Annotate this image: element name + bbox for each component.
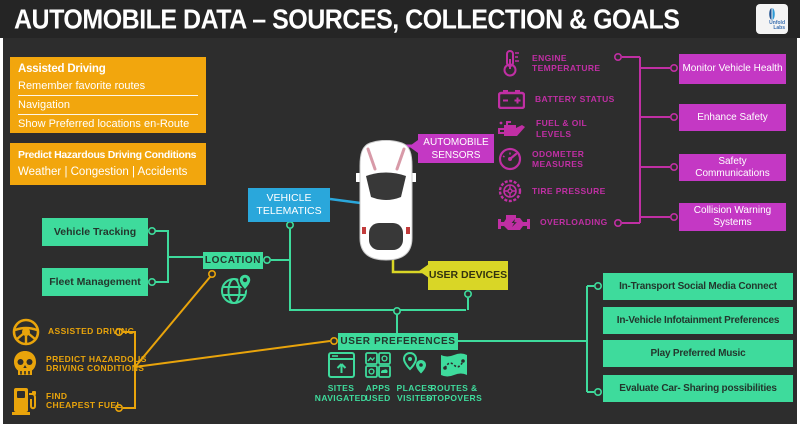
- goal-enhance-safety: Enhance Safety: [679, 104, 786, 131]
- hazard-panel: Predict Hazardous Driving Conditions Wea…: [10, 143, 206, 185]
- title-bar: AUTOMOBILE DATA – SOURCES, COLLECTION & …: [0, 0, 800, 38]
- logo-text-line1: Unfold: [769, 20, 785, 26]
- browser-icon: [327, 352, 355, 378]
- preference-source-label: ROUTES & STOPOVERS: [425, 383, 483, 403]
- skull-icon: [14, 351, 36, 375]
- user-preferences-box: USER PREFERENCES: [338, 333, 458, 350]
- unfoldlabs-logo-icon: [769, 8, 775, 20]
- goal-safety-communications: Safety Communications: [679, 154, 786, 181]
- user-devices-box: USER DEVICES: [428, 261, 508, 290]
- location-box: LOCATION: [203, 252, 263, 269]
- goal-in-transport-social-media: In-Transport Social Media Connect: [603, 273, 793, 300]
- vehicle-telematics-box: VEHICLE TELEMATICS: [248, 188, 330, 222]
- goal-collision-warning-systems: Collision Warning Systems: [679, 203, 786, 231]
- assisted-driving-item: Navigation: [18, 95, 198, 114]
- driver-goal-label: ASSISTED DRIVING: [48, 326, 135, 337]
- oil-can-icon: [498, 120, 525, 136]
- route-map-icon: [441, 353, 467, 377]
- sensor-label: FUEL & OIL LEVELS: [536, 118, 587, 139]
- hazard-heading: Predict Hazardous Driving Conditions: [18, 149, 197, 161]
- sensor-label: BATTERY STATUS: [535, 93, 615, 104]
- thermometer-icon: [503, 50, 519, 77]
- apps-grid-icon: [365, 352, 391, 378]
- preference-source-label: APPS USED: [365, 383, 391, 403]
- fleet-management-box: Fleet Management: [42, 268, 148, 296]
- page-title: AUTOMOBILE DATA – SOURCES, COLLECTION & …: [14, 4, 680, 36]
- tire-icon: [498, 179, 522, 203]
- fuel-pump-icon: [12, 388, 36, 415]
- driver-goal-label: PREDICT HAZARDOUS DRIVING CONDITIONS: [46, 353, 147, 373]
- globe-pin-icon: [221, 273, 252, 304]
- sensor-label: TIRE PRESSURE: [532, 185, 606, 196]
- sensor-label: ENGINE TEMPERATURE: [532, 52, 601, 74]
- goal-monitor-vehicle-health: Monitor Vehicle Health: [679, 54, 786, 84]
- steering-wheel-icon: [12, 318, 40, 346]
- vehicle-tracking-box: Vehicle Tracking: [42, 218, 148, 246]
- hazard-subtext: Weather | Congestion | Accidents: [18, 166, 188, 178]
- assisted-driving-heading: Assisted Driving: [18, 63, 106, 75]
- sensor-label: OVERLOADING: [540, 216, 608, 227]
- assisted-driving-item: Show Preferred locations en-Route: [18, 114, 198, 133]
- logo-text-line2: Labs: [773, 25, 785, 31]
- goal-play-preferred-music: Play Preferred Music: [603, 340, 793, 367]
- sensor-label: ODOMETER MEASURES: [532, 148, 585, 170]
- automobile-sensors-box: AUTOMOBILE SENSORS: [418, 134, 494, 163]
- goal-evaluate-car-sharing: Evaluate Car- Sharing possibilities: [603, 375, 793, 402]
- driver-goal-label: FIND CHEAPEST FUEL: [46, 390, 123, 410]
- engine-icon: [498, 215, 530, 230]
- map-pins-icon: [402, 352, 426, 374]
- preference-source-label: SITES NAVIGATED: [314, 383, 368, 403]
- battery-icon: [498, 90, 525, 109]
- unfoldlabs-logo: Unfold Labs: [756, 4, 788, 34]
- assisted-driving-item: Remember favorite routes: [18, 80, 146, 92]
- odometer-icon: [498, 147, 522, 171]
- car-top-view: [356, 140, 416, 261]
- preference-source-label: PLACES VISITED: [396, 383, 434, 403]
- assisted-driving-panel: Assisted Driving Remember favorite route…: [10, 57, 206, 133]
- goal-in-vehicle-infotainment: In-Vehicle Infotainment Preferences: [603, 307, 793, 334]
